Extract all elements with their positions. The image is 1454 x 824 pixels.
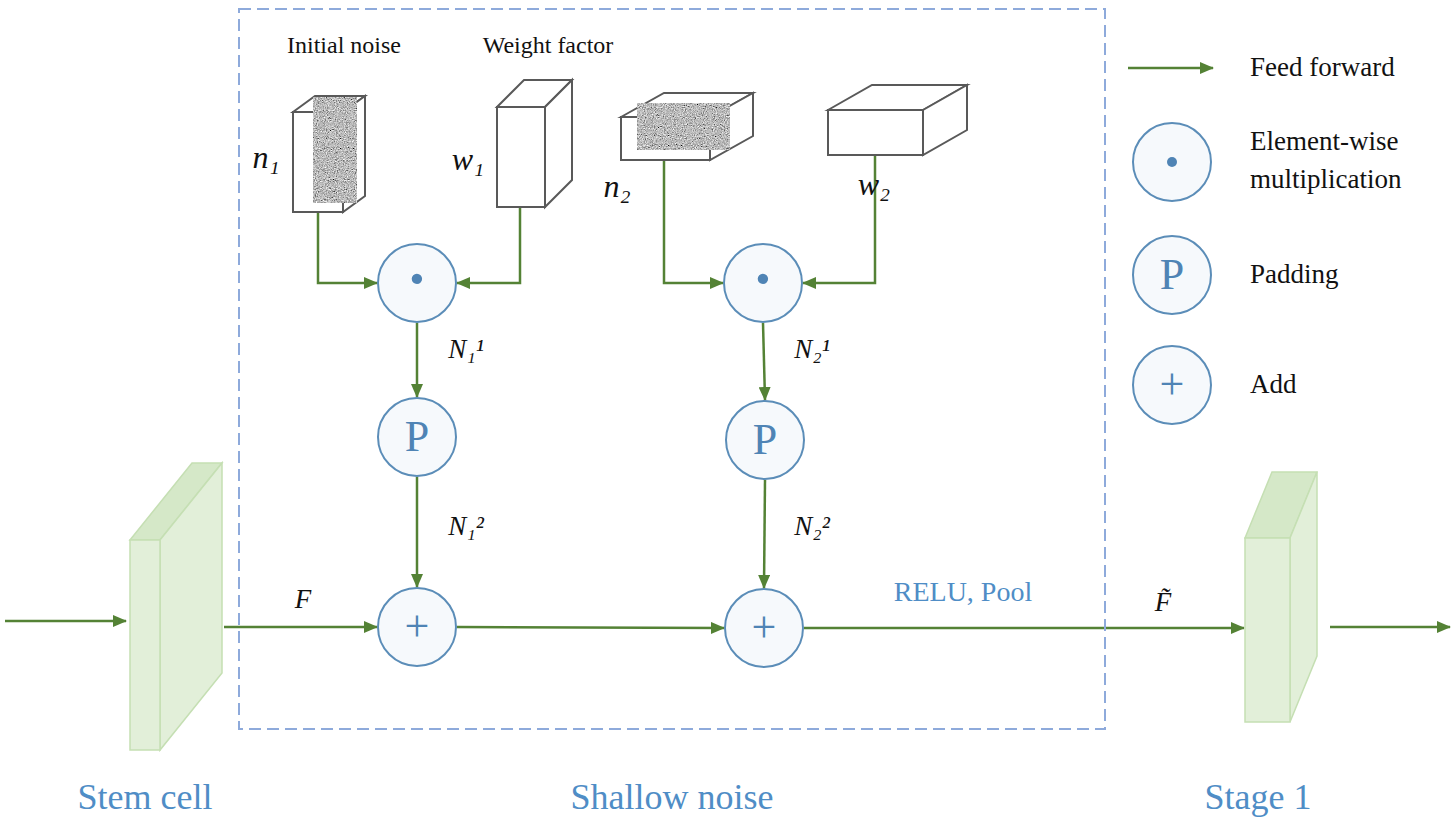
edge-label: N₁¹ <box>445 335 487 365</box>
noise-texture <box>637 103 730 150</box>
side-face <box>923 85 967 155</box>
feed-forward-arrow <box>416 323 419 397</box>
dashed-border <box>239 9 1105 729</box>
padding-op: P <box>725 400 805 480</box>
edge-label: N₁² <box>445 512 487 542</box>
feed-forward-arrow <box>224 626 377 629</box>
node-label: Shallow noise <box>571 778 774 818</box>
padding-op: P <box>377 397 457 477</box>
op-circle <box>378 244 456 322</box>
feed-forward-arrow <box>457 627 724 628</box>
side-face <box>1290 472 1317 722</box>
tensor-heading: Weight factor <box>483 32 614 58</box>
stage-layer: Stage 1 <box>1244 470 1320 724</box>
tensor-heading: Initial noise <box>287 32 401 58</box>
legend-text: Padding <box>1250 255 1450 293</box>
weight-tensor: Weight factorw₁ <box>496 79 573 208</box>
multiply-op: · <box>377 243 457 323</box>
front-face <box>497 107 545 207</box>
side-face <box>545 80 572 207</box>
edge-label: N₂¹ <box>791 335 833 365</box>
node-label: Stage 1 <box>1205 778 1312 818</box>
node-outline <box>496 79 573 208</box>
legend-dot <box>1167 157 1177 167</box>
node-label: · <box>752 244 773 314</box>
weight-tensor: w₂ <box>827 84 968 156</box>
op-circle <box>726 401 804 479</box>
node-label: n₁ <box>252 140 279 175</box>
output-arrow <box>1330 626 1450 629</box>
node-label: P <box>753 416 777 464</box>
node-label: + <box>405 603 430 651</box>
legend-text: Add <box>1250 365 1450 403</box>
node-outline <box>620 92 754 161</box>
noise-tensor: n₂ <box>620 92 754 161</box>
node-label: P <box>405 413 429 461</box>
node-outline <box>827 84 968 156</box>
node-label: n₂ <box>603 169 630 204</box>
op-circle <box>724 244 802 322</box>
legend-text: Element-wise multiplication <box>1250 122 1446 199</box>
stem-cell-layer: Stem cell <box>128 462 224 752</box>
side-face <box>160 463 222 750</box>
node-label: + <box>752 604 777 652</box>
node-outline <box>128 462 224 752</box>
legend-symbol: P <box>1160 251 1184 299</box>
front-face <box>1245 538 1290 722</box>
noise-tensor: Initial noisen₁ <box>292 95 366 213</box>
node-label: Stem cell <box>78 778 213 818</box>
node-outline <box>1244 470 1320 724</box>
operation-note: RELU, Pool <box>894 577 1032 608</box>
edge-label: F <box>292 585 315 615</box>
node-label: w₁ <box>452 142 484 177</box>
multiply-op: · <box>723 243 803 323</box>
front-face <box>828 110 923 155</box>
node-label: · <box>406 244 427 314</box>
legend-text: Feed forward <box>1250 48 1450 86</box>
edge-label: F̃ <box>1152 588 1175 618</box>
input-arrow <box>5 620 126 623</box>
legend-padding-sample <box>1133 236 1211 314</box>
node-label: w₂ <box>858 167 890 202</box>
feed-forward-arrow <box>416 477 419 587</box>
legend-multiply-sample <box>1133 123 1211 201</box>
legend-symbol: + <box>1160 361 1185 409</box>
feed-forward-arrow <box>804 627 1244 630</box>
noise-texture <box>313 97 357 203</box>
op-circle <box>725 589 803 667</box>
feed-forward-arrow <box>457 208 520 283</box>
node-outline <box>292 95 366 213</box>
feed-forward-arrow <box>318 213 377 283</box>
feed-forward-arrow <box>764 480 765 588</box>
legend-add-sample <box>1133 346 1211 424</box>
shallow-noise-region: Shallow noiseInitial noisen₁Weight facto… <box>238 8 1106 730</box>
add-op: + <box>724 588 804 668</box>
front-face <box>130 540 160 750</box>
add-op: + <box>377 587 457 667</box>
edge-label: N₂² <box>791 512 833 542</box>
legend-arrow-sample <box>1128 67 1213 70</box>
feed-forward-arrow <box>664 161 723 283</box>
op-circle <box>378 398 456 476</box>
feed-forward-arrow <box>763 323 765 400</box>
op-circle <box>378 588 456 666</box>
